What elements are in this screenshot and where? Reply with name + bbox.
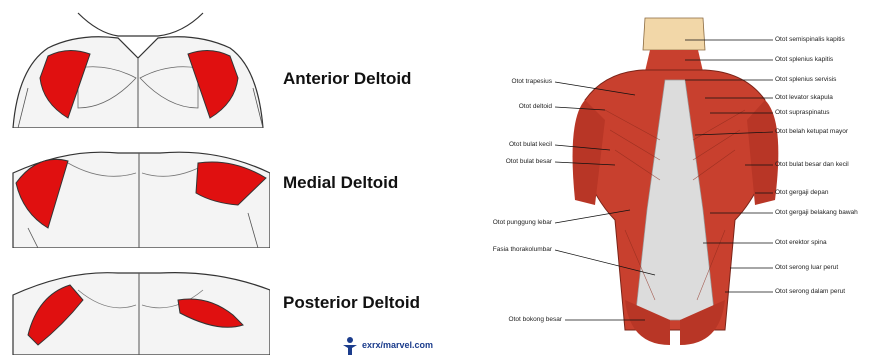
deltoid-panel: Anterior Deltoid Medial Deltoid Posterio… <box>0 0 455 360</box>
label-serong-luar-perut: Otot serong luar perut <box>775 264 838 272</box>
label-punggung-lebar: Otot punggung lebar <box>493 219 552 227</box>
logo-text: exrx/marvel.com <box>362 340 433 350</box>
label-serong-dalam-perut: Otot serong dalam perut <box>775 288 845 296</box>
label-gergaji-depan: Otot gergaji depan <box>775 189 828 197</box>
anterior-deltoid-illustration <box>8 8 270 128</box>
figure-logo-icon <box>340 336 360 356</box>
posterior-deltoid-illustration <box>8 255 270 355</box>
label-gergaji-belakang-bawah: Otot gergaji belakang bawah <box>775 209 858 217</box>
back-muscles-panel: Otot trapesius Otot deltoid Otot bulat k… <box>455 0 894 360</box>
label-belah-ketupat-mayor: Otot belah ketupat mayor <box>775 128 848 136</box>
label-splenius-servisis: Otot splenius servisis <box>775 76 836 84</box>
anterior-deltoid-title: Anterior Deltoid <box>283 69 411 89</box>
label-bulat-kecil: Otot bulat kecil <box>509 141 552 149</box>
site-logo: exrx/marvel.com <box>340 335 450 357</box>
label-semispinalis-kapitis: Otot semispinalis kapitis <box>775 36 845 44</box>
label-erektor-spina: Otot erektor spina <box>775 239 827 247</box>
label-deltoid: Otot deltoid <box>519 103 552 111</box>
label-supraspinatus: Otot supraspinatus <box>775 109 830 117</box>
label-levator-skapula: Otot levator skapula <box>775 94 833 102</box>
medial-deltoid-title: Medial Deltoid <box>283 173 398 193</box>
label-fasia-thorakolumbar: Fasia thorakolumbar <box>493 246 552 254</box>
back-muscle-illustration <box>455 0 894 360</box>
label-bulat-besar: Otot bulat besar <box>506 158 552 166</box>
label-trapesius: Otot trapesius <box>512 78 552 86</box>
label-bulat-besar-kecil: Otot bulat besar dan kecil <box>775 161 849 169</box>
label-splenius-kapitis: Otot splenius kapitis <box>775 56 833 64</box>
label-bokong-besar: Otot bokong besar <box>509 316 562 324</box>
medial-deltoid-illustration <box>8 133 270 248</box>
posterior-deltoid-title: Posterior Deltoid <box>283 293 420 313</box>
